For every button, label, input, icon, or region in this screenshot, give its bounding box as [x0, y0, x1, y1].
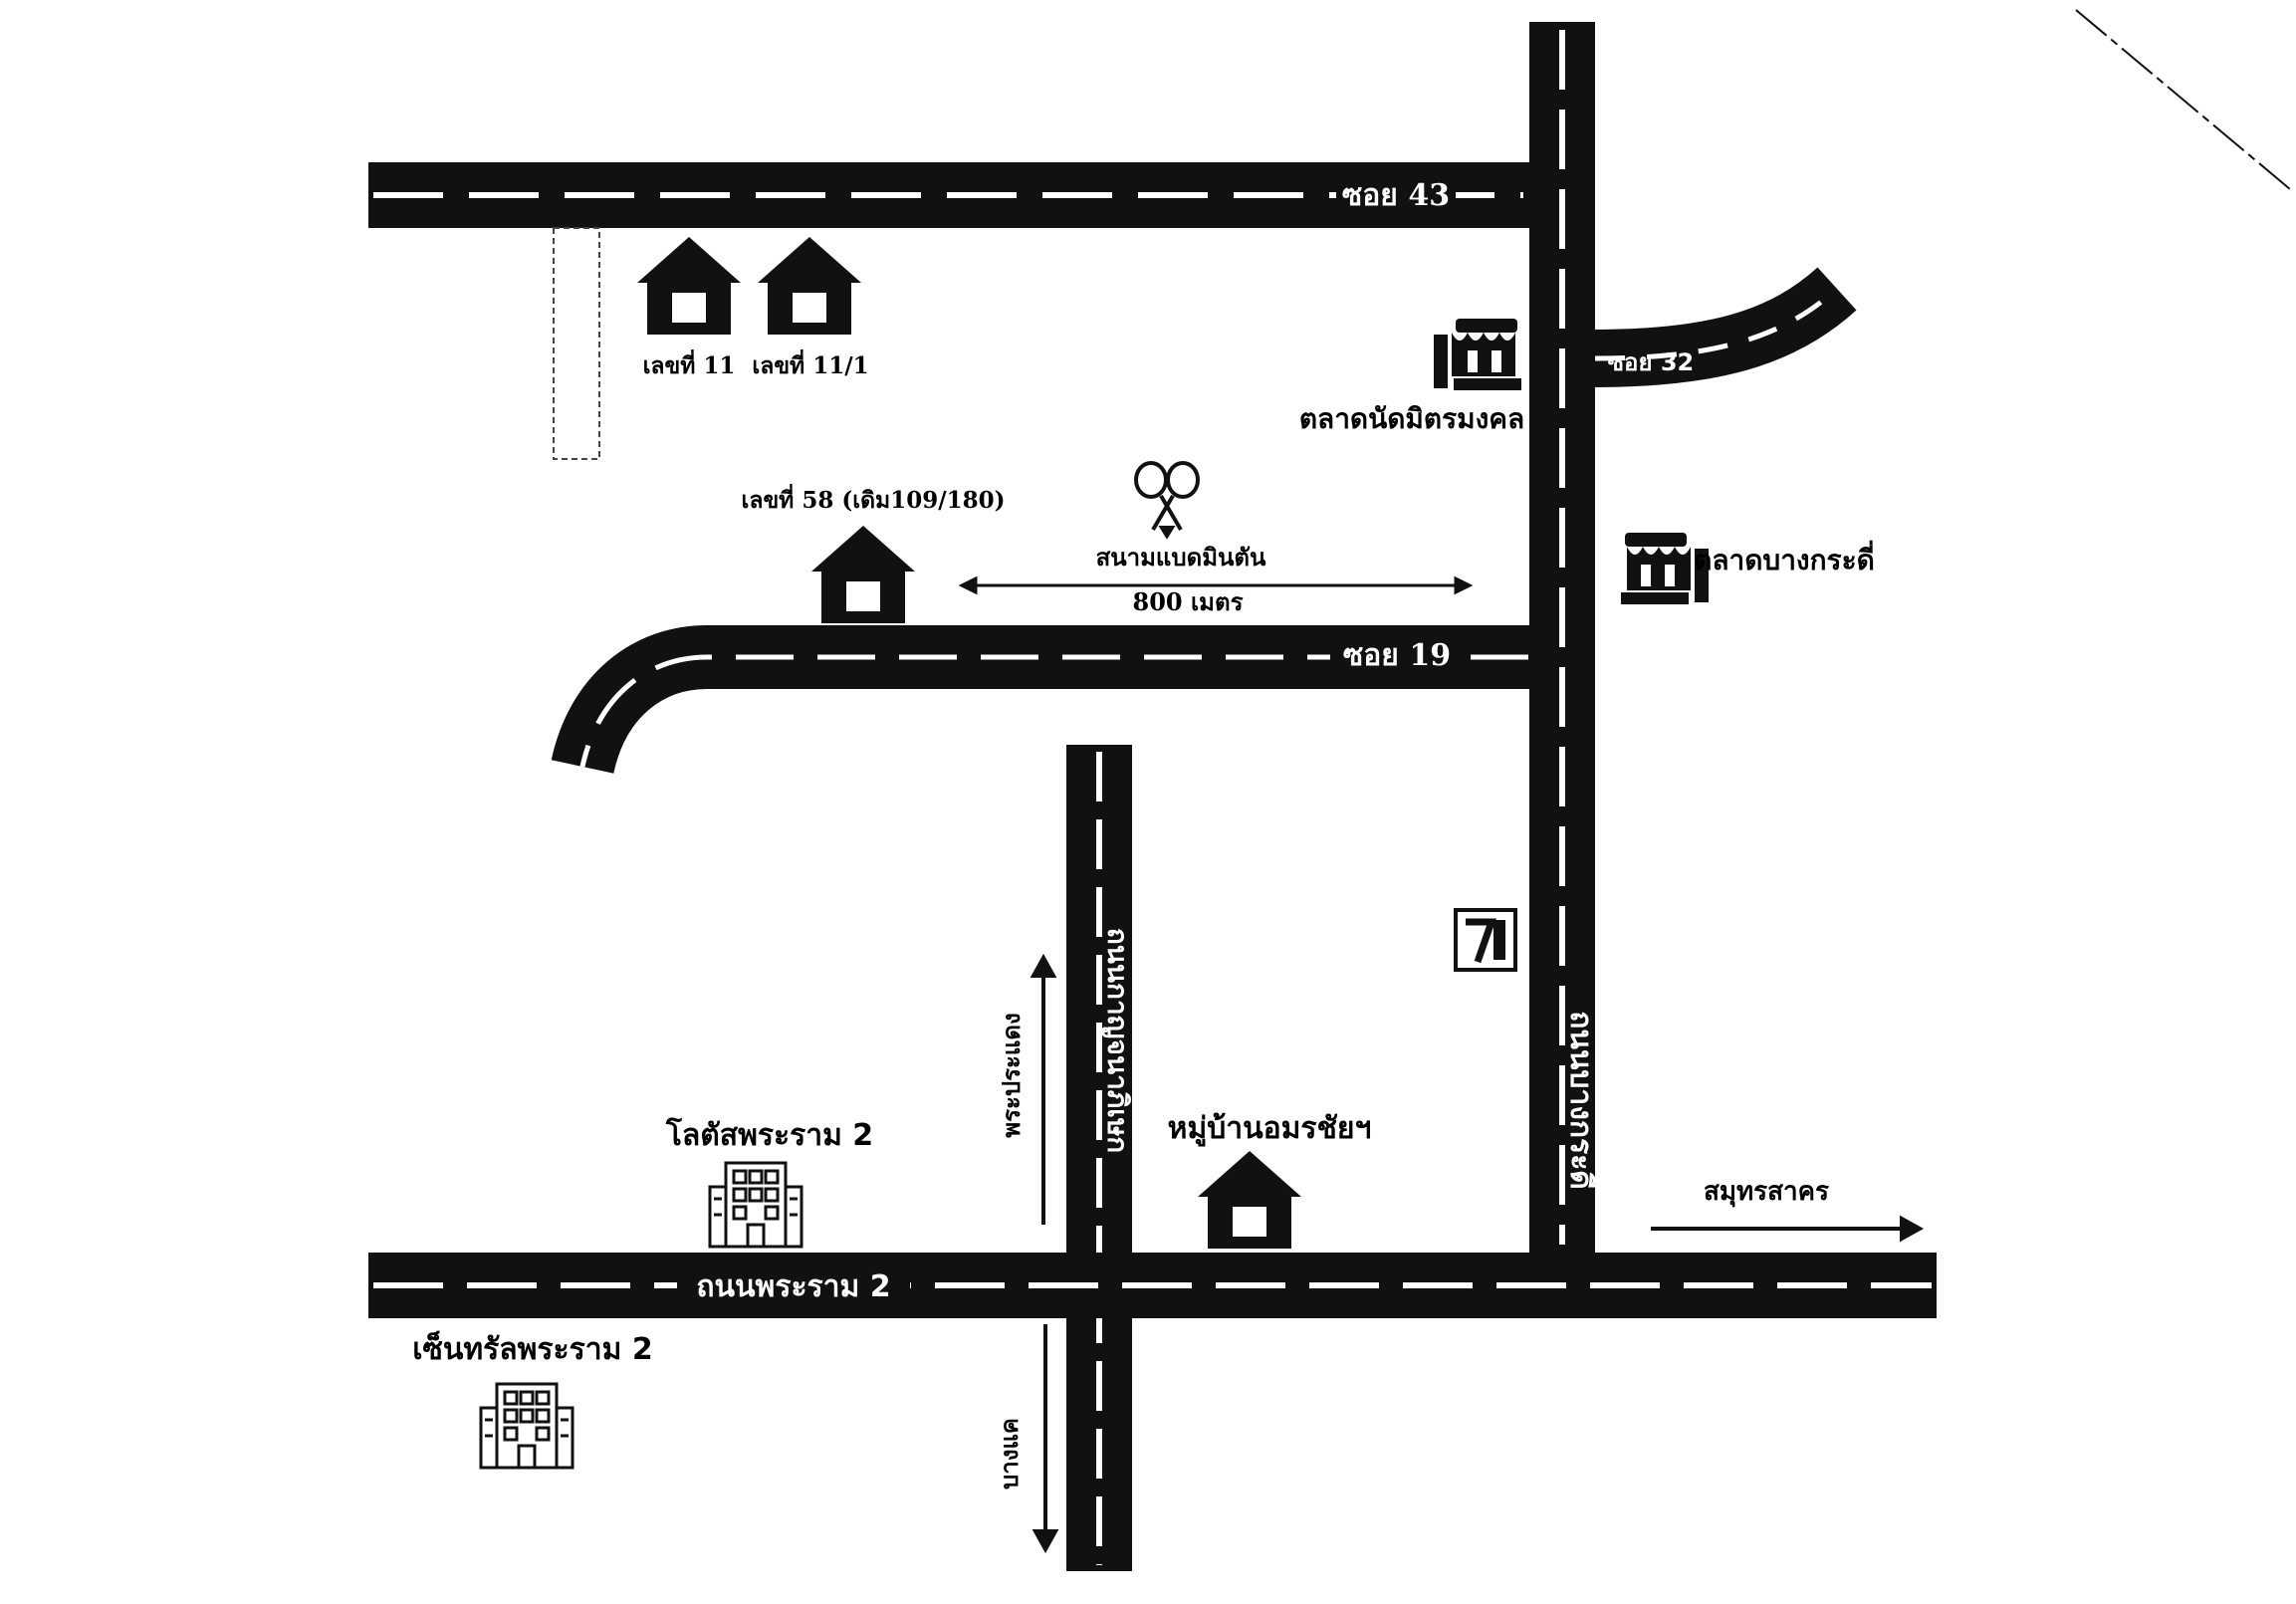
label-lotus: โลตัสพระราม 2 — [665, 1116, 873, 1153]
svg-text:ซอย 43: ซอย 43 — [1342, 178, 1450, 213]
road-soi-19 — [551, 625, 1533, 775]
label-badminton: สนามแบดมินตัน — [1096, 544, 1266, 572]
road-label-kanchanaphisek: ถนนกาญจนาภิเษก — [1101, 928, 1134, 1153]
label-talad-nat: ตลาดนัดมิตรมงคล — [1299, 402, 1524, 435]
road-bang-kradi — [1529, 22, 1595, 1253]
label-house-58: เลขที่ 58 (เดิม109/180) — [741, 483, 1005, 514]
svg-text:ถนนพระราม 2: ถนนพระราม 2 — [696, 1269, 890, 1304]
label-house-11: เลขที่ 11 — [643, 348, 736, 379]
label-bang-khae: บางแค — [996, 1418, 1024, 1489]
road-label-bang-kradi: ถนนบางกระดี่ — [1563, 1011, 1603, 1190]
distance-arrow — [958, 575, 1474, 595]
label-central: เซ็นทรัลพระราม 2 — [412, 1330, 652, 1367]
svg-text:ถนนบางกระดี่: ถนนบางกระดี่ — [1563, 1011, 1603, 1190]
label-village: หมู่บ้านอมรชัยฯ — [1168, 1111, 1372, 1147]
building-icon — [708, 1161, 804, 1249]
house-icon — [1198, 1151, 1301, 1249]
house-icon — [637, 237, 741, 335]
label-talad-bang-kradi: ตลาดบางกระดี่ — [1694, 540, 1875, 576]
road-kanchanaphisek — [1066, 745, 1132, 1571]
direction-arrow-bang-khae — [1032, 1324, 1059, 1554]
svg-text:ถนนกาญจนาภิเษก: ถนนกาญจนาภิเษก — [1101, 928, 1134, 1153]
road-label-rama-2: ถนนพระราม 2 — [677, 1262, 910, 1308]
seven-eleven-icon — [1454, 908, 1517, 972]
road-soi-32 — [1592, 267, 1857, 387]
road-label-soi-32: ซอย 32 — [1608, 348, 1695, 376]
road-rama-2 — [368, 1253, 1937, 1318]
direction-arrow-samut-sakhon — [1651, 1215, 1925, 1243]
building-icon — [479, 1382, 574, 1470]
label-phra-pradaeng: พระประแดง — [998, 1013, 1026, 1137]
svg-text:ซอย 19: ซอย 19 — [1343, 638, 1451, 673]
direction-arrow-phra-pradaeng — [1030, 953, 1057, 1225]
side-lane — [553, 227, 600, 460]
road-label-soi-43: ซอย 43 — [1336, 171, 1456, 217]
house-icon — [811, 526, 915, 623]
badminton-rackets-icon — [1134, 461, 1200, 540]
road-label-soi-19: ซอย 19 — [1330, 633, 1464, 679]
market-stall-icon — [1434, 319, 1521, 390]
svg-text:ซอย 32: ซอย 32 — [1608, 348, 1695, 376]
house-icon — [758, 237, 861, 335]
label-house-11-1: เลขที่ 11/1 — [752, 348, 868, 379]
label-samut-sakhon: สมุทรสาคร — [1704, 1177, 1829, 1208]
distance-label: 800 เมตร — [1133, 587, 1244, 616]
corner-mark — [2075, 9, 2291, 190]
